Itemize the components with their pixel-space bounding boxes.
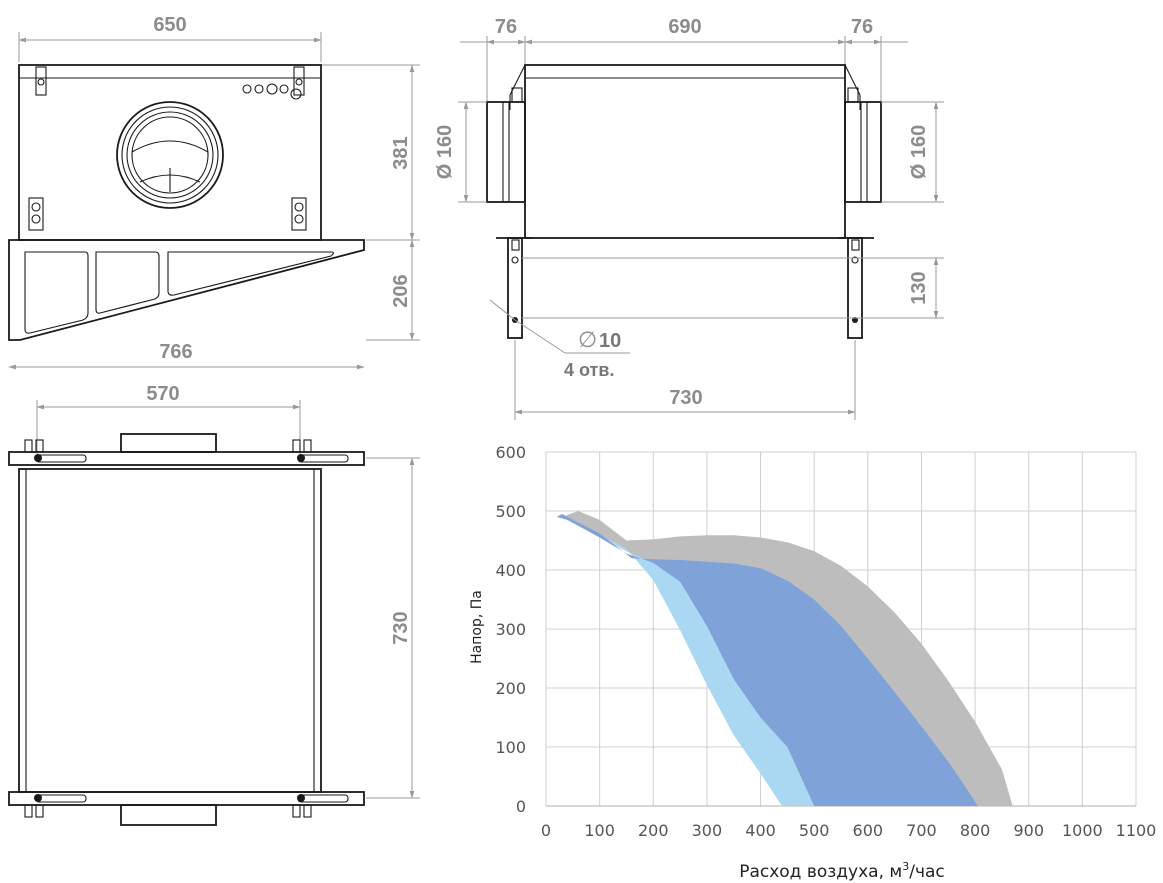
fan-performance-chart: 0 100 200 300 400 500 600 700 800 900 1000 1100 0 100… <box>469 443 1156 882</box>
mount-spacing-label: 570 <box>146 383 179 405</box>
front-latch-right <box>293 66 305 96</box>
bracket-height-label: 206 <box>390 274 412 307</box>
x-tick-label: 900 <box>1013 821 1044 840</box>
front-housing <box>18 64 322 241</box>
x-axis-label: Расход воздуха, м3/час <box>739 860 945 882</box>
side-view: 76 690 76 Ø 160 <box>434 16 944 420</box>
side-leg-left <box>496 237 532 339</box>
front-view: 650 381 206 <box>8 14 420 341</box>
y-tick-label: 500 <box>495 502 526 521</box>
hole-diameter-label: 10 <box>599 330 621 352</box>
y-axis-label: Напор, Па <box>469 590 485 664</box>
x-tick-label: 800 <box>960 821 991 840</box>
front-width-label: 650 <box>153 14 186 36</box>
front-outlet-icon <box>116 101 224 209</box>
top-view: 766 570 <box>8 341 420 826</box>
diameter-left-label: Ø 160 <box>434 125 456 179</box>
x-axis-label-sup: 3 <box>902 860 909 873</box>
series-area-blue <box>546 511 978 806</box>
side-housing <box>524 64 846 239</box>
connector-icon <box>242 83 302 100</box>
y-tick-label: 400 <box>495 561 526 580</box>
side-spigot-left <box>486 101 526 203</box>
x-tick-label: 1100 <box>1116 821 1157 840</box>
diameter-right-label: Ø 160 <box>908 125 930 179</box>
x-tick-label: 1000 <box>1062 821 1103 840</box>
chart-areas <box>546 511 1013 806</box>
top-length-label: 730 <box>390 611 412 644</box>
top-spigot-lower <box>120 804 217 826</box>
top-housing <box>18 468 322 793</box>
x-tick-label: 500 <box>799 821 830 840</box>
x-axis-label-tail: /час <box>909 862 945 882</box>
side-body-label: 690 <box>668 16 701 38</box>
side-spigot-right <box>844 101 882 203</box>
chart-ticks: 0 100 200 300 400 500 600 700 800 900 1000 1100 0 100… <box>495 443 1156 840</box>
top-spigot-upper <box>120 433 217 453</box>
y-tick-label: 600 <box>495 443 526 462</box>
x-tick-label: 400 <box>745 821 776 840</box>
x-tick-label: 0 <box>541 821 551 840</box>
y-tick-label: 0 <box>516 797 526 816</box>
spigot-right-label: 76 <box>851 16 873 38</box>
hole-count-label: 4 отв. <box>564 360 614 380</box>
x-tick-label: 700 <box>906 821 937 840</box>
hole-diameter-symbol: ∅ <box>578 327 597 352</box>
front-height-label: 381 <box>390 136 412 169</box>
x-axis-label-main: Расход воздуха, м <box>739 862 902 882</box>
spigot-left-label: 76 <box>495 16 517 38</box>
bracket-width-label: 766 <box>159 341 192 363</box>
x-tick-label: 200 <box>638 821 669 840</box>
side-mount-spacing-label: 730 <box>669 387 702 409</box>
front-latch-left <box>35 66 47 96</box>
front-foot-left <box>28 197 44 231</box>
y-tick-label: 100 <box>495 738 526 757</box>
x-tick-label: 300 <box>692 821 723 840</box>
x-tick-label: 100 <box>584 821 615 840</box>
y-tick-label: 300 <box>495 620 526 639</box>
front-foot-right <box>291 197 307 231</box>
wall-bracket <box>8 239 365 341</box>
x-tick-label: 600 <box>853 821 884 840</box>
top-rail-upper <box>8 439 365 466</box>
side-leg-right <box>838 237 874 339</box>
bracket-drop-label: 130 <box>908 271 930 304</box>
y-tick-label: 200 <box>495 679 526 698</box>
top-rail-lower <box>8 791 365 818</box>
